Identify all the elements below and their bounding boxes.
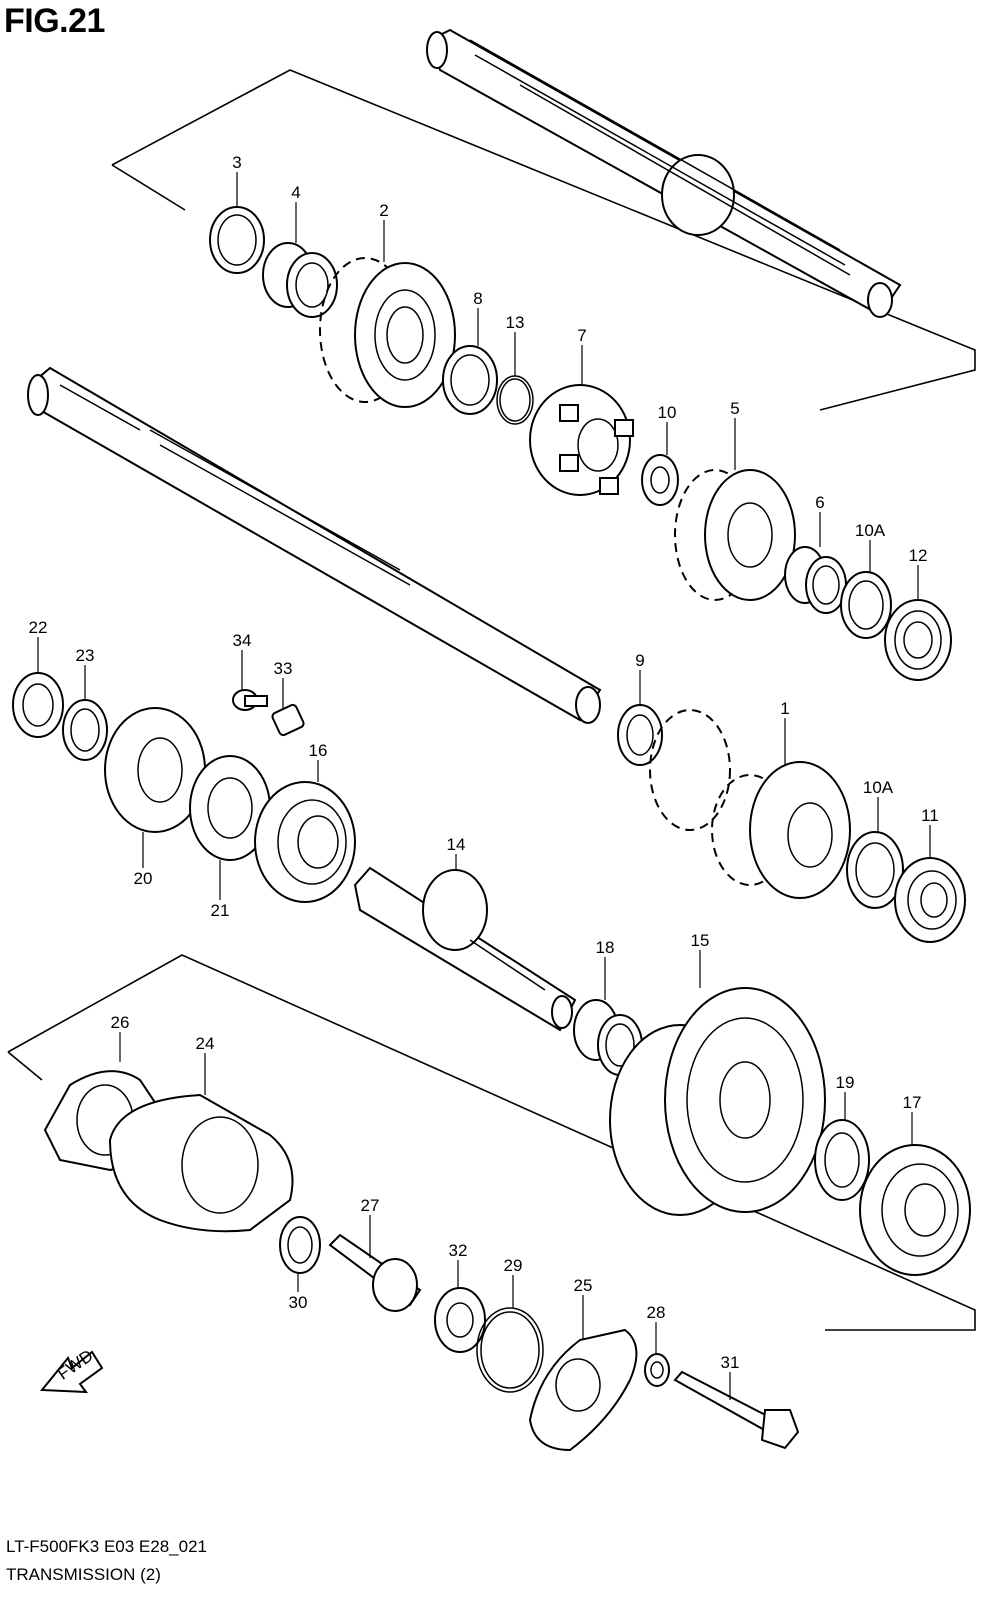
section-name: TRANSMISSION (2): [6, 1565, 161, 1584]
part-20-shim: [814, 1119, 870, 1201]
figure-title: FIG.21: [4, 2, 105, 40]
callout-20: 19: [836, 1073, 855, 1092]
callout-16: 15: [691, 931, 710, 950]
part-15-output-shaft: [353, 866, 577, 1032]
part-13-bearing: [884, 599, 952, 681]
callout-18: 17: [903, 1093, 922, 1112]
callout-11: 10A: [863, 778, 894, 797]
callout-13: 12: [909, 546, 928, 565]
callout-28: 27: [361, 1196, 380, 1215]
part-5-gear: [674, 469, 796, 601]
callout-12: 11: [921, 806, 939, 825]
callout-7: 7: [577, 326, 586, 345]
part-34-lock-plate: [271, 703, 305, 737]
part-6-bushing: [784, 546, 847, 614]
callout-31: 30: [289, 1293, 308, 1312]
part-31-oil-seal: [279, 1216, 321, 1274]
part-33-bearing: [434, 1287, 486, 1353]
part-16-driven-gear: [609, 987, 826, 1216]
callout-8: 8: [473, 289, 482, 308]
part-17-bearing: [254, 781, 356, 903]
callout-2: 2: [379, 201, 388, 220]
part-19-bushing: [573, 999, 643, 1076]
upper-assembly-frame: [111, 69, 976, 411]
callout-15: 14: [447, 835, 466, 854]
callout-22: 21: [211, 901, 230, 920]
callout-17: 16: [309, 741, 328, 760]
part-35-bolt: [232, 689, 268, 711]
part-10-washer: [641, 454, 679, 506]
part-12-bearing: [894, 857, 966, 943]
leader-lines: [37, 172, 931, 1400]
part-28-drive-bevel-gear: [328, 1233, 422, 1312]
part-26-cover: [528, 1328, 638, 1452]
callout-5: 5: [730, 399, 739, 418]
part-32-bolt: [673, 1370, 800, 1450]
part-25-housing: [108, 1093, 294, 1233]
callout-19: 18: [596, 938, 615, 957]
part-9-washer: [617, 704, 663, 766]
part-22-shim: [189, 755, 271, 861]
countershaft: [426, 28, 902, 318]
part-7-shift-dog: [529, 384, 634, 496]
part-23-oil-seal: [12, 672, 64, 738]
part-29-washer: [644, 1353, 670, 1387]
callout-29: 28: [647, 1303, 666, 1322]
part-14-circlip: [496, 375, 534, 425]
callout-10: 10: [658, 403, 677, 422]
lower-assembly-frame: [7, 954, 976, 1331]
model-code: LT-F500FK3 E03 E28_021: [6, 1537, 207, 1556]
callout-24: 23: [76, 646, 95, 665]
part-4-bushing: [262, 242, 338, 318]
driveshaft: [27, 366, 602, 724]
callout-21: 20: [134, 869, 153, 888]
callout-10a: 10A: [855, 521, 886, 540]
fwd-arrow-icon: FWD: [39, 1346, 104, 1394]
callout-25: 24: [196, 1034, 215, 1053]
part-30-o-ring: [476, 1307, 544, 1393]
part-2-gear: [319, 257, 456, 408]
callout-35: 34: [233, 631, 252, 650]
part-11-washer: [846, 831, 904, 909]
part-3-washer: [209, 206, 265, 274]
callout-27: 26: [111, 1013, 130, 1032]
callout-9: 9: [635, 651, 644, 670]
part-8-washer: [442, 345, 498, 415]
callout-1: 1: [780, 699, 789, 718]
callout-32: 31: [721, 1353, 740, 1372]
callout-4: 4: [291, 183, 300, 202]
part-1-gear: [649, 709, 851, 899]
part-10a-washer: [840, 571, 892, 639]
callout-26: 25: [574, 1276, 593, 1295]
callout-6: 6: [815, 493, 824, 512]
callout-labels: 3 4 2 8 13 7 10 5 6 10A 12 22 23 34 33 1…: [29, 153, 939, 1372]
callout-3: 3: [232, 153, 241, 172]
callout-34: 33: [274, 659, 293, 678]
callout-14: 13: [506, 313, 525, 332]
part-24-washer: [62, 699, 108, 761]
callout-33: 32: [449, 1241, 468, 1260]
part-18-bearing: [859, 1144, 971, 1276]
callout-30: 29: [504, 1256, 523, 1275]
callout-23: 22: [29, 618, 48, 637]
